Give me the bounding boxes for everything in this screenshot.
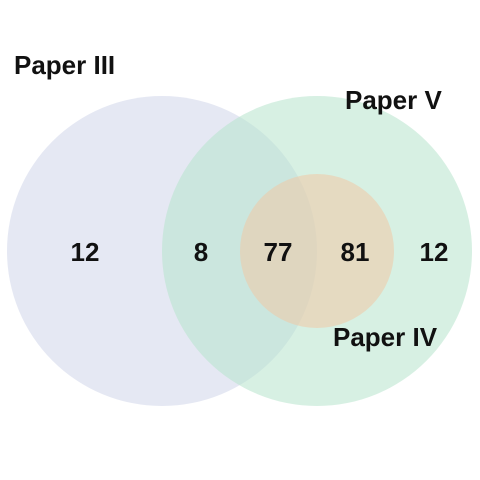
set-circle-paper-iv: [240, 174, 394, 328]
region-count-only-iii: 12: [71, 237, 100, 267]
set-label-paper-iii: Paper III: [14, 50, 115, 80]
region-count-iii-v-iv: 77: [264, 237, 293, 267]
set-label-paper-iv: Paper IV: [333, 322, 438, 352]
region-count-v-and-iv: 81: [341, 237, 370, 267]
region-count-iii-and-v: 8: [194, 237, 208, 267]
region-count-only-v: 12: [420, 237, 449, 267]
set-label-paper-v: Paper V: [345, 85, 442, 115]
